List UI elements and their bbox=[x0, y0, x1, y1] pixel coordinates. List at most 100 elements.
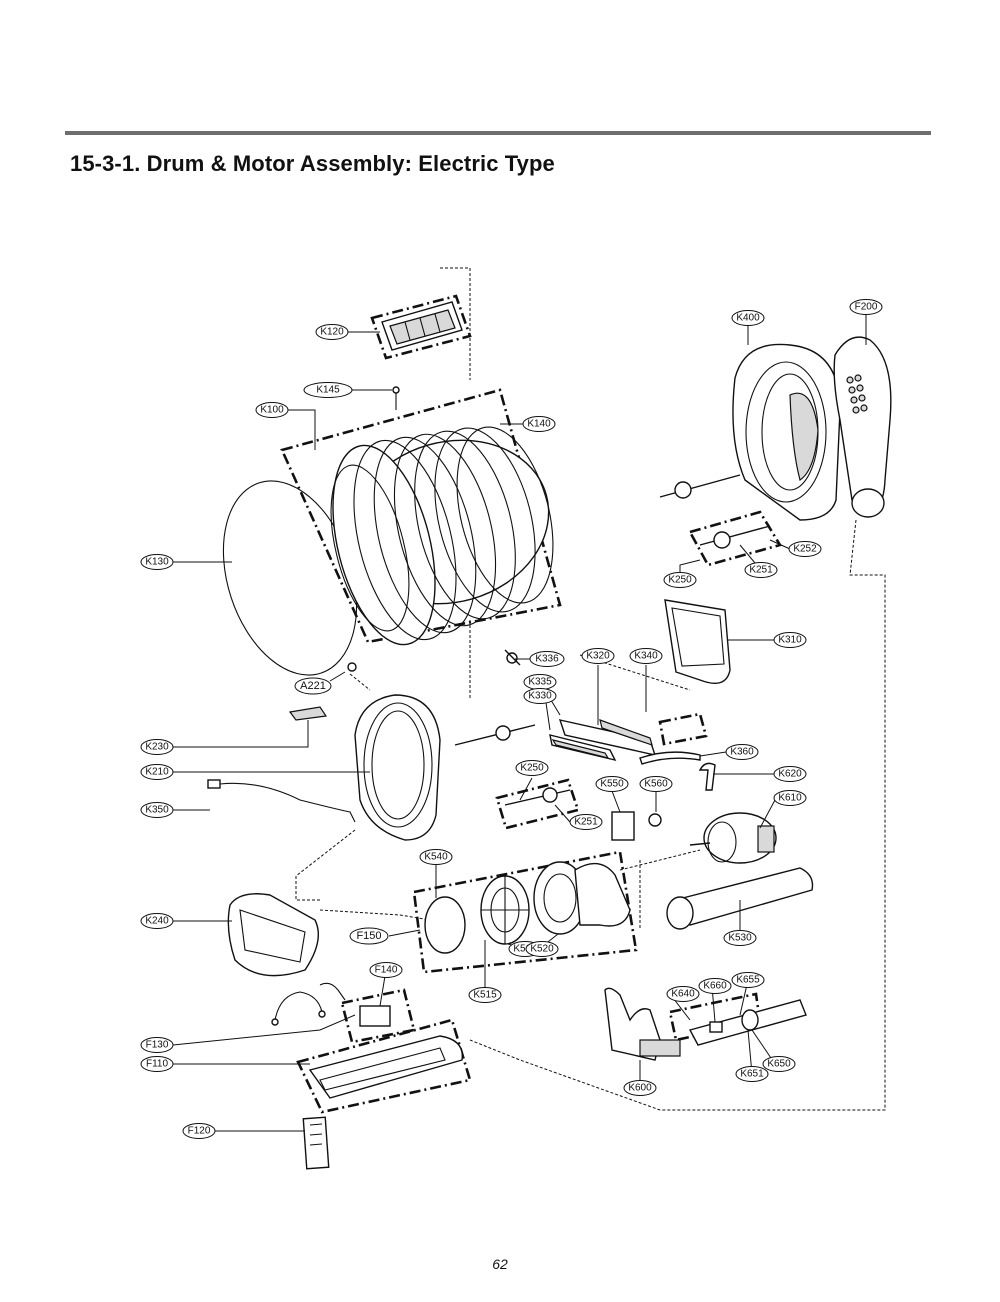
page-number: 62 bbox=[492, 1256, 508, 1272]
svg-text:F120: F120 bbox=[188, 1126, 211, 1137]
callout-k330: K330 bbox=[523, 688, 557, 704]
k540-seal-part bbox=[424, 896, 466, 954]
callout-k145: K145 bbox=[303, 382, 353, 398]
callout-f150: F150 bbox=[349, 927, 389, 945]
svg-text:K660: K660 bbox=[703, 981, 727, 992]
svg-text:K335: K335 bbox=[528, 677, 552, 688]
connector-line bbox=[469, 519, 886, 1111]
header-rule bbox=[65, 131, 931, 135]
connector-line bbox=[319, 909, 431, 921]
svg-text:K330: K330 bbox=[528, 691, 552, 702]
svg-text:F110: F110 bbox=[146, 1059, 168, 1070]
callout-f130: F130 bbox=[140, 1037, 174, 1053]
svg-text:K515: K515 bbox=[473, 990, 497, 1001]
svg-text:K240: K240 bbox=[145, 916, 169, 927]
svg-text:A221: A221 bbox=[300, 680, 326, 692]
callout-k540: K540 bbox=[419, 849, 453, 865]
callout-f120: F120 bbox=[182, 1123, 216, 1139]
k650-belt-tensioner-part bbox=[688, 999, 807, 1046]
svg-text:K251: K251 bbox=[574, 817, 598, 828]
group-boundary-drum bbox=[280, 388, 562, 644]
group-boundary-heater bbox=[296, 1018, 472, 1114]
callout-k251: K251 bbox=[744, 562, 778, 578]
callout-k340: K340 bbox=[629, 648, 663, 664]
svg-text:K320: K320 bbox=[586, 651, 610, 662]
callout-k400: K400 bbox=[731, 310, 765, 326]
callout-k240: K240 bbox=[140, 913, 174, 929]
callout-k520: K520 bbox=[525, 941, 559, 957]
svg-text:K600: K600 bbox=[628, 1083, 652, 1094]
k140-drum-part bbox=[330, 426, 554, 646]
k210-front-bulkhead-part bbox=[354, 694, 441, 841]
f140-thermostat-part bbox=[359, 1005, 391, 1027]
f200-exhaust-duct-part bbox=[833, 336, 892, 518]
k530-duct-part bbox=[666, 867, 814, 930]
svg-text:K650: K650 bbox=[767, 1059, 791, 1070]
svg-text:K530: K530 bbox=[728, 933, 752, 944]
k350-harness-part bbox=[207, 779, 356, 823]
group-boundary-switch bbox=[340, 988, 416, 1044]
page-title: 15-3-1. Drum & Motor Assembly: Electric … bbox=[70, 151, 555, 176]
callout-k252: K252 bbox=[788, 541, 822, 557]
callout-k335: K335 bbox=[523, 674, 557, 690]
callout-k640: K640 bbox=[666, 986, 700, 1002]
callout-k350: K350 bbox=[140, 802, 174, 818]
group-boundary-k330 bbox=[658, 712, 708, 746]
callout-k600: K600 bbox=[623, 1080, 657, 1096]
callout-k100: K100 bbox=[255, 402, 289, 418]
svg-text:K252: K252 bbox=[793, 544, 817, 555]
k360-seal-part bbox=[639, 751, 701, 765]
svg-text:K560: K560 bbox=[644, 779, 668, 790]
callout-k250-mid: K250 bbox=[515, 760, 549, 776]
callout-k651: K651 bbox=[735, 1066, 769, 1082]
callout-k560: K560 bbox=[639, 776, 673, 792]
k310-filter-housing-part bbox=[664, 599, 731, 684]
k600-motor-mount-part bbox=[604, 987, 681, 1061]
k250-roller-shaft-top-part bbox=[659, 474, 771, 549]
k610-motor-part bbox=[689, 812, 777, 864]
svg-text:K250: K250 bbox=[668, 575, 692, 586]
k550-switch-part bbox=[611, 811, 635, 841]
callout-k320: K320 bbox=[581, 648, 615, 664]
svg-text:K310: K310 bbox=[778, 635, 802, 646]
callout-k120: K120 bbox=[315, 324, 349, 340]
callout-k336: K336 bbox=[529, 651, 565, 667]
callout-k130: K130 bbox=[140, 554, 174, 570]
svg-text:F200: F200 bbox=[855, 302, 878, 313]
k250-roller-shaft-mid-part bbox=[454, 724, 571, 806]
svg-text:K350: K350 bbox=[145, 805, 169, 816]
connector-line bbox=[295, 829, 356, 901]
callout-k515: K515 bbox=[468, 987, 502, 1003]
callout-k210: K210 bbox=[140, 764, 174, 780]
k120-duct-part bbox=[381, 301, 463, 351]
svg-text:K230: K230 bbox=[145, 742, 169, 753]
connector-line bbox=[619, 849, 701, 871]
callout-k251-mid: K251 bbox=[569, 814, 603, 830]
svg-text:K336: K336 bbox=[535, 654, 559, 665]
svg-text:K520: K520 bbox=[530, 944, 554, 955]
callout-k310: K310 bbox=[773, 632, 807, 648]
svg-text:K210: K210 bbox=[145, 767, 169, 778]
svg-text:K100: K100 bbox=[260, 405, 284, 416]
callout-k250: K250 bbox=[663, 572, 697, 588]
svg-text:K620: K620 bbox=[778, 769, 802, 780]
callout-k610: K610 bbox=[773, 790, 807, 806]
callout-k140: K140 bbox=[522, 416, 556, 432]
svg-text:K250: K250 bbox=[520, 763, 544, 774]
callout-k655: K655 bbox=[731, 972, 765, 988]
svg-text:K360: K360 bbox=[730, 747, 754, 758]
group-boundary-k250-top bbox=[688, 510, 783, 567]
k620-clip-part bbox=[698, 762, 716, 791]
callout-k550: K550 bbox=[595, 776, 629, 792]
svg-text:K550: K550 bbox=[600, 779, 624, 790]
connector-line bbox=[579, 654, 691, 691]
svg-text:K340: K340 bbox=[634, 651, 658, 662]
k240-front-panel-part bbox=[227, 893, 319, 977]
group-boundary-k640 bbox=[668, 992, 762, 1042]
k510-fan-part bbox=[480, 875, 530, 945]
callout-k230: K230 bbox=[140, 739, 174, 755]
a221-nut-part bbox=[347, 662, 357, 672]
svg-text:K251: K251 bbox=[749, 565, 773, 576]
svg-text:K130: K130 bbox=[145, 557, 169, 568]
k145-screw-part bbox=[392, 386, 400, 410]
